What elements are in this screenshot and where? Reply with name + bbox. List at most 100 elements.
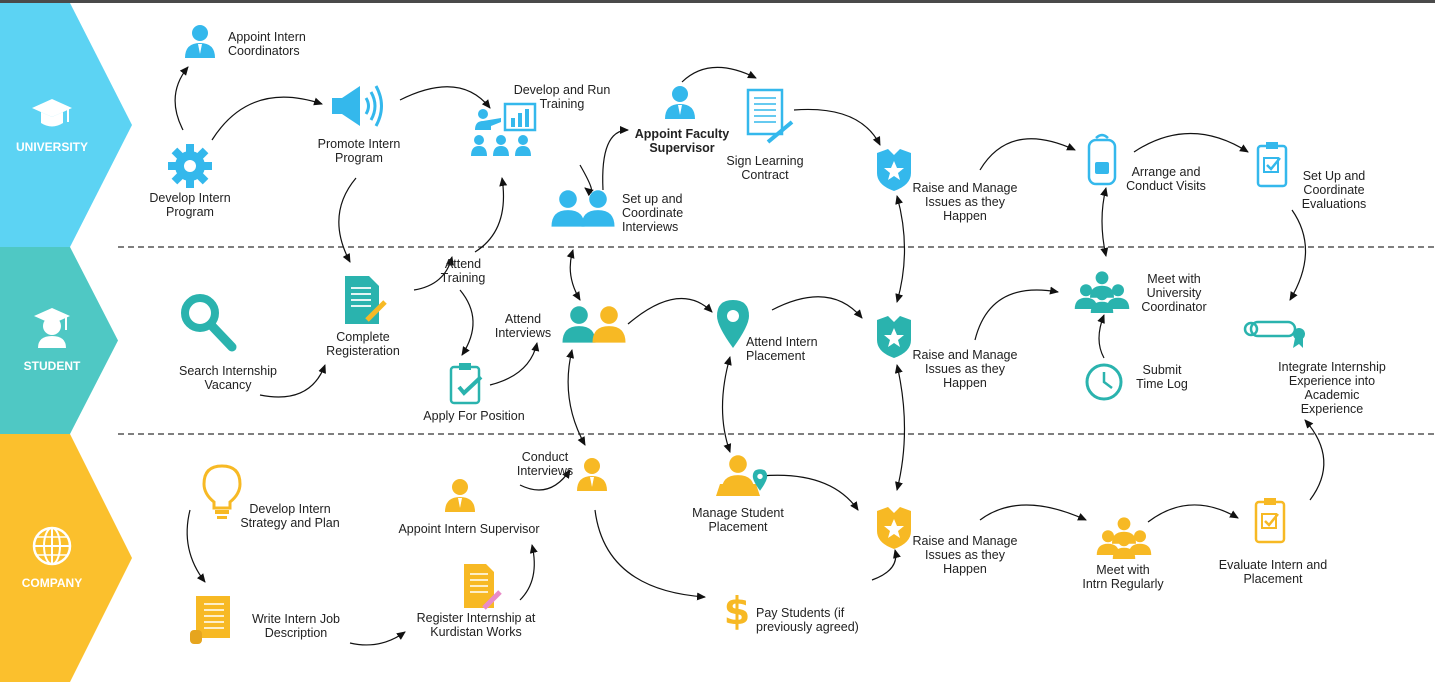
flow-arrow: [1304, 419, 1325, 501]
node-label: Apply For Position: [423, 409, 524, 423]
flow-arrow: [793, 108, 881, 146]
node-label-line: Program: [335, 151, 383, 165]
node-label-line: Academic: [1305, 388, 1360, 402]
node-appoint-supervisor: Appoint Intern Supervisor: [398, 479, 540, 536]
top-border: [0, 0, 1435, 3]
group-icon: [1074, 271, 1130, 313]
badge-icon: [877, 149, 911, 191]
flow-arrow: [519, 469, 571, 491]
node-label-line: Interviews: [517, 464, 573, 478]
flow-arrow: [979, 504, 1087, 521]
flow-arrow: [681, 66, 757, 83]
node-label-line: Arrange and: [1132, 165, 1201, 179]
node-label-line: Coordinate: [1303, 183, 1364, 197]
clipboard-icon: [1256, 142, 1288, 188]
flow-arrow: [489, 342, 540, 386]
flow-arrow: [186, 509, 206, 583]
node-label-line: Happen: [943, 209, 987, 223]
node-label-line: Write Intern Job: [252, 612, 340, 626]
node-label-line: Interviews: [622, 220, 678, 234]
flow-arrow: [349, 631, 406, 646]
node-label-line: Set Up and: [1303, 169, 1366, 183]
graduation-cap-icon: [32, 99, 72, 127]
person-pin-icon: [716, 455, 768, 496]
lane-label-company: COMPANY: [22, 576, 82, 590]
lane-label-student: STUDENT: [24, 359, 81, 373]
person-icon: [665, 86, 695, 119]
node-label-line: Promote Intern: [318, 137, 401, 151]
node-label-line: Issues as they: [925, 548, 1006, 562]
note-pencil-icon: [464, 564, 502, 610]
node-label-line: Evaluations: [1302, 197, 1367, 211]
badge-icon: [877, 507, 911, 549]
node-label-line: Coordinator: [1141, 300, 1206, 314]
node-label-line: University: [1147, 286, 1203, 300]
lightbulb-icon: [202, 464, 242, 519]
node-label-line: Appoint Intern: [228, 30, 306, 44]
group-icon: [1096, 517, 1152, 559]
node-label-line: Meet with: [1096, 563, 1150, 577]
node-label-line: Coordinators: [228, 44, 300, 58]
node-label-line: Search Internship: [179, 364, 277, 378]
flow-arrow: [979, 138, 1076, 171]
node-label-line: Strategy and Plan: [240, 516, 339, 530]
backpack-icon: [1087, 133, 1117, 186]
node-label-line: Conduct: [522, 450, 569, 464]
flow-arrow: [259, 364, 326, 398]
flow-arrow: [627, 298, 713, 325]
two-people-icon: [562, 306, 626, 343]
node-label-line: Complete: [336, 330, 390, 344]
node-label-line: Set up and: [622, 192, 683, 206]
node-label-line: Contract: [741, 168, 789, 182]
flow-arrow: [974, 286, 1059, 341]
node-label-line: Intrn Regularly: [1082, 577, 1164, 591]
node-label-line: Supervisor: [649, 141, 714, 155]
flow-arrow: [721, 356, 732, 453]
node-label-line: Apply For Position: [423, 409, 524, 423]
flow-arrow: [1133, 132, 1249, 153]
presentation-icon: [471, 102, 537, 156]
two-people-icon: [551, 190, 615, 227]
megaphone-icon: [332, 85, 383, 127]
flow-arrow: [579, 164, 594, 197]
document-icon: [345, 276, 387, 324]
flow-arrow: [771, 296, 863, 319]
node-label-line: Registeration: [326, 344, 400, 358]
gear-icon: [168, 144, 212, 188]
node-label-line: previously agreed): [756, 620, 859, 634]
node-label-line: Sign Learning: [726, 154, 803, 168]
person-icon: [445, 479, 475, 512]
badge-icon: [877, 316, 911, 358]
node-label-line: Placement: [1243, 572, 1303, 586]
node-label-line: Integrate Internship: [1278, 360, 1386, 374]
